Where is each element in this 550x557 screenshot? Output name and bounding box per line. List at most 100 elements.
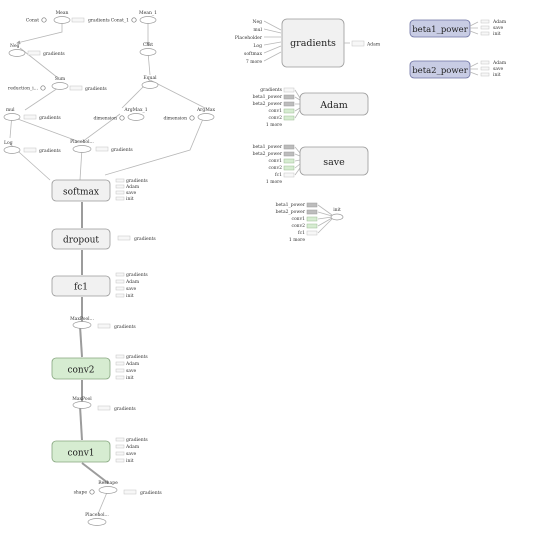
svg-text:gradients: gradients (260, 87, 282, 93)
op-placeholder-bottom[interactable]: Placehol... (85, 512, 109, 526)
svg-text:ArgMax_1: ArgMax_1 (123, 107, 147, 113)
svg-text:dimension: dimension (93, 116, 117, 122)
aux-save-inputs: beta1_power beta2_power conv1 conv2 fc1 … (253, 144, 301, 185)
op-dimension-1[interactable]: dimension (93, 115, 125, 122)
svg-text:dropout: dropout (63, 236, 99, 246)
op-gradients-mul[interactable]: gradients (23, 114, 61, 121)
svg-text:1 more: 1 more (266, 179, 282, 185)
op-sum[interactable]: Sum (51, 76, 69, 90)
op-mul[interactable]: mul (3, 107, 21, 121)
svg-text:gradients: gradients (88, 18, 110, 24)
svg-text:mul: mul (6, 107, 15, 113)
svg-text:conv1: conv1 (268, 108, 282, 114)
svg-text:init: init (493, 72, 501, 78)
op-argmax-1[interactable]: ArgMax_1 (123, 107, 148, 121)
op-gradients-maxpool-1[interactable]: gradients (97, 323, 136, 330)
op-maxpool-1[interactable]: MaxPool... (70, 316, 94, 329)
op-neg[interactable]: Neg (8, 43, 26, 57)
svg-text:Adam: Adam (366, 42, 381, 48)
block-dropout[interactable]: dropout (51, 228, 111, 250)
beta2-power-node[interactable]: beta2_power (409, 60, 471, 79)
svg-text:init: init (126, 458, 134, 464)
aux-save-node[interactable]: save (299, 146, 369, 176)
op-const-1[interactable]: Const_1 (111, 17, 137, 24)
svg-text:init: init (333, 207, 341, 213)
op-gradients-neg[interactable]: gradients (27, 50, 65, 57)
op-reduction[interactable]: reduction_i... (8, 85, 46, 92)
op-const[interactable]: Const (26, 17, 47, 24)
svg-text:init: init (126, 375, 134, 381)
op-gradients-placeholder[interactable]: gradients (95, 146, 133, 153)
svg-text:conv2: conv2 (67, 366, 94, 376)
svg-text:conv1: conv1 (268, 158, 282, 164)
aux-gradients-inputs: Neg mul Placeholder Log softmax 7 more (235, 19, 282, 65)
block-conv1[interactable]: conv1 (51, 440, 111, 463)
svg-text:fc1: fc1 (298, 230, 305, 236)
op-cast[interactable]: Cast (139, 42, 157, 56)
op-equal[interactable]: Equal (141, 75, 159, 89)
svg-text:Const_1: Const_1 (111, 18, 129, 24)
conv1-outputs: gradients Adam save init (115, 437, 148, 464)
op-argmax[interactable]: ArgMax (196, 107, 216, 121)
block-conv2[interactable]: conv2 (51, 357, 111, 380)
svg-text:beta1_power: beta1_power (253, 144, 283, 150)
svg-text:gradients: gradients (111, 147, 133, 153)
block-fc1[interactable]: fc1 (51, 275, 111, 297)
svg-text:init: init (493, 31, 501, 37)
svg-text:Reshape: Reshape (98, 480, 118, 486)
svg-text:conv2: conv2 (268, 115, 282, 121)
svg-text:beta2_power: beta2_power (412, 66, 468, 76)
op-dimension[interactable]: dimension (163, 115, 195, 122)
op-log[interactable]: Log (3, 140, 21, 154)
svg-text:Placehol...: Placehol... (70, 139, 94, 145)
aux-init-node[interactable]: init (330, 207, 344, 221)
aux-adam-node[interactable]: Adam (299, 92, 369, 116)
svg-text:gradients: gradients (114, 324, 136, 330)
svg-text:Sum: Sum (55, 76, 66, 82)
svg-text:conv1: conv1 (291, 216, 305, 222)
aux-gradients-output: Adam (344, 40, 381, 48)
svg-text:gradients: gradients (126, 437, 148, 443)
svg-text:save: save (493, 67, 504, 72)
op-reshape[interactable]: Reshape (98, 480, 118, 494)
op-gradients-sum[interactable]: gradients (69, 85, 107, 92)
svg-text:mul: mul (253, 27, 262, 33)
op-mean[interactable]: Mean (53, 10, 71, 24)
svg-text:save: save (126, 287, 137, 292)
op-gradients-log[interactable]: gradients (23, 147, 61, 154)
svg-text:save: save (323, 157, 345, 168)
op-gradients-maxpool[interactable]: gradients (97, 405, 136, 412)
aux-init-inputs: beta1_power beta2_power conv1 conv2 fc1 … (276, 202, 333, 243)
fc1-outputs: gradients Adam save init (115, 272, 148, 299)
svg-text:gradients: gradients (114, 406, 136, 412)
svg-text:gradients: gradients (126, 272, 148, 278)
aux-gradients-node[interactable]: gradients (281, 18, 345, 68)
main-graph-edges (9, 18, 206, 515)
op-gradients-mean[interactable]: gradients (71, 18, 110, 24)
op-gradients-reshape[interactable]: gradients (123, 489, 162, 496)
svg-text:1 more: 1 more (289, 237, 305, 243)
svg-text:Mean: Mean (56, 10, 69, 16)
op-placeholder[interactable]: Placehol... (70, 139, 94, 153)
svg-text:Placehol...: Placehol... (85, 512, 109, 518)
svg-text:beta1_power: beta1_power (253, 94, 283, 100)
svg-text:conv1: conv1 (67, 449, 94, 459)
beta1-power-node[interactable]: beta1_power (409, 19, 471, 38)
svg-text:save: save (493, 26, 504, 31)
svg-text:Equal: Equal (143, 75, 157, 81)
op-maxpool[interactable]: MaxPool (72, 396, 92, 409)
svg-text:dimension: dimension (163, 116, 187, 122)
svg-text:Log: Log (4, 140, 13, 146)
svg-text:gradients: gradients (43, 51, 65, 57)
svg-text:Adam: Adam (125, 444, 140, 450)
svg-text:conv2: conv2 (268, 165, 282, 171)
op-mean-1[interactable]: Mean_1 (139, 10, 157, 24)
svg-text:Adam: Adam (125, 361, 140, 367)
aux-adam-inputs: gradients beta1_power beta2_power conv1 … (253, 87, 301, 128)
op-shape[interactable]: shape (74, 489, 95, 496)
svg-text:Placeholder: Placeholder (235, 35, 263, 41)
block-softmax[interactable]: softmax (51, 179, 111, 202)
svg-text:init: init (126, 196, 134, 202)
svg-text:beta2_power: beta2_power (253, 101, 283, 107)
